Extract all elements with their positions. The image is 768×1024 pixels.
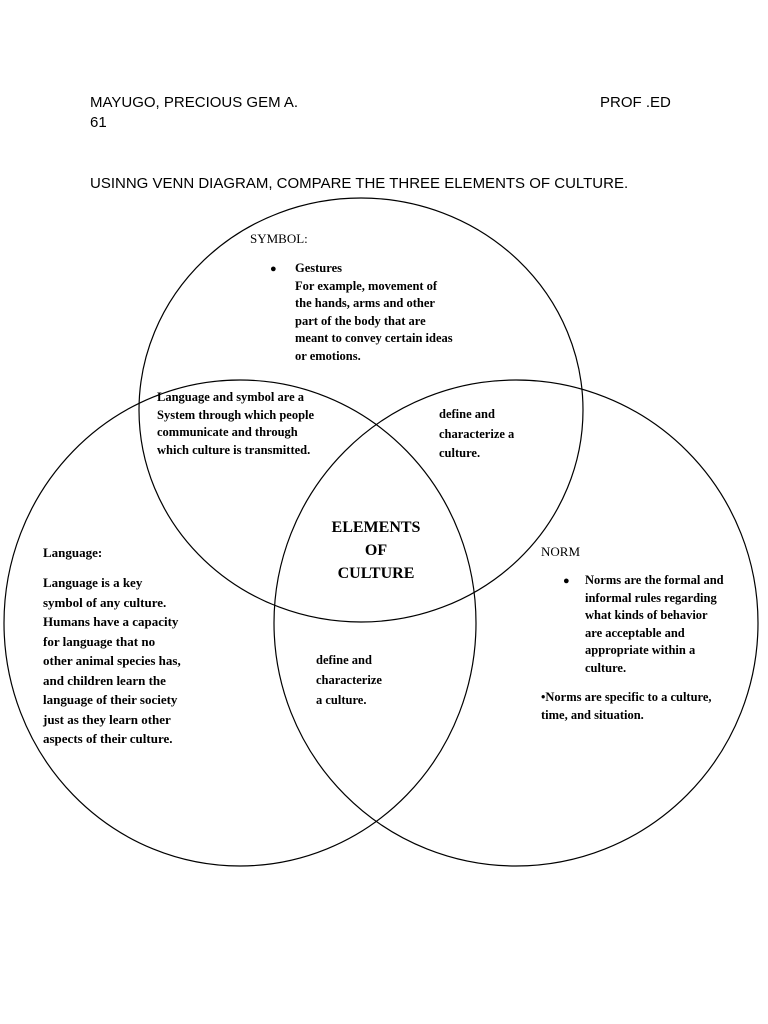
overlap-line: culture. <box>439 446 481 460</box>
student-name: MAYUGO, PRECIOUS GEM A. <box>90 94 299 111</box>
language-line: Language is a key <box>43 575 143 590</box>
norm-line: appropriate within a <box>585 643 696 657</box>
language-title: Language: <box>43 545 103 560</box>
center-label: ELEMENTS OF CULTURE <box>306 516 446 585</box>
course-label: PROF .ED <box>600 94 671 111</box>
overlap-line: Language and symbol are a <box>157 390 305 404</box>
norm-title: NORM <box>541 544 581 559</box>
overlap-line: define and <box>439 407 495 421</box>
norm-line: Norms are the formal and <box>585 573 724 587</box>
norm-line: are acceptable and <box>585 625 685 640</box>
course-number: 61 <box>90 114 107 131</box>
symbol-bullet-icon: ● <box>270 263 277 275</box>
overlap-line: communicate and through <box>157 425 298 439</box>
instruction-heading: USINNG VENN DIAGRAM, COMPARE THE THREE E… <box>90 175 629 192</box>
language-line: for language that no <box>43 633 156 649</box>
symbol-line: meant to convey certain ideas <box>295 331 453 345</box>
language-line: aspects of their culture. <box>43 731 173 746</box>
symbol-item-title: Gestures <box>295 261 342 275</box>
language-circle <box>3 379 477 867</box>
norm-line: culture. <box>585 660 627 675</box>
language-line: other animal species has, <box>43 653 181 668</box>
language-content: Language is a key symbol of any culture.… <box>43 573 181 749</box>
overlap-line: which culture is transmitted. <box>157 442 311 457</box>
language-line: and children learn the <box>43 672 166 688</box>
symbol-line: or emotions. <box>295 348 361 363</box>
norm-extra-line: time, and situation. <box>541 707 644 722</box>
overlap-line: System through which people <box>157 407 315 422</box>
symbol-norm-overlap: define and characterize a culture. <box>439 405 514 464</box>
symbol-line: part of the body that are <box>295 313 426 328</box>
center-line: CULTURE <box>337 565 415 582</box>
language-line: Humans have a capacity <box>43 614 179 629</box>
norm-extra-content: •Norms are specific to a culture, time, … <box>541 689 712 724</box>
norm-circle <box>273 379 759 867</box>
symbol-content: Gestures For example, movement of the ha… <box>295 260 453 365</box>
symbol-line: the hands, arms and other <box>295 296 435 310</box>
center-line: ELEMENTS <box>331 519 421 536</box>
overlap-line: characterize <box>316 673 382 687</box>
overlap-line: a culture. <box>316 693 367 707</box>
overlap-line: define and <box>316 653 372 667</box>
symbol-line: For example, movement of <box>295 278 438 293</box>
symbol-circle <box>138 197 584 623</box>
symbol-language-overlap: Language and symbol are a System through… <box>157 389 314 459</box>
norm-extra-line: •Norms are specific to a culture, <box>541 690 712 704</box>
language-norm-overlap: define and characterize a culture. <box>316 650 382 710</box>
norm-bullet-icon: ● <box>563 575 570 587</box>
symbol-title: SYMBOL: <box>250 231 308 246</box>
norm-bullet-content: Norms are the formal and informal rules … <box>585 572 724 677</box>
language-line: symbol of any culture. <box>43 594 167 610</box>
overlap-line: characterize a <box>439 426 515 441</box>
language-line: just as they learn other <box>43 711 171 727</box>
norm-line: what kinds of behavior <box>585 608 708 622</box>
norm-line: informal rules regarding <box>585 590 717 605</box>
center-line: OF <box>364 542 388 559</box>
language-line: language of their society <box>43 692 178 707</box>
